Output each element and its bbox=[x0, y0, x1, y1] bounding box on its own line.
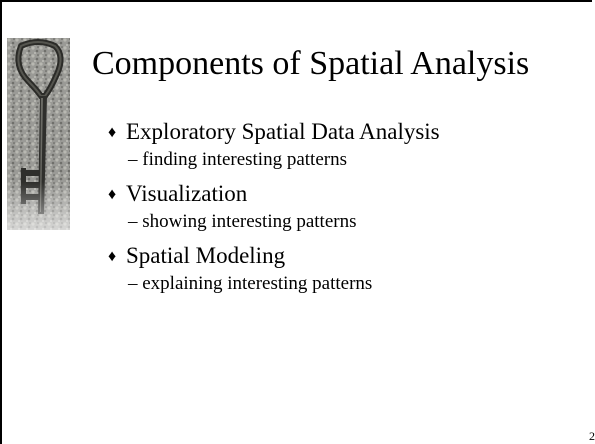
sub-bullet-text: – finding interesting patterns bbox=[128, 149, 347, 170]
bullet-text: Visualization bbox=[126, 181, 248, 206]
sub-bullet-text: – showing interesting patterns bbox=[128, 211, 357, 232]
slide-border-left bbox=[0, 0, 2, 444]
key-icon bbox=[7, 38, 70, 230]
diamond-bullet-icon: ♦ bbox=[108, 186, 117, 203]
bullet-item: ♦ Visualization – showing interesting pa… bbox=[108, 180, 440, 234]
slide-title: Components of Spatial Analysis bbox=[92, 45, 530, 82]
sub-bullet-text: – explaining interesting patterns bbox=[128, 273, 373, 294]
bullet-text: Exploratory Spatial Data Analysis bbox=[126, 119, 440, 144]
bullet-text: Spatial Modeling bbox=[126, 243, 286, 268]
key-image bbox=[7, 38, 70, 230]
diamond-bullet-icon: ♦ bbox=[108, 124, 117, 141]
bullet-list: ♦ Exploratory Spatial Data Analysis – fi… bbox=[108, 118, 440, 304]
bullet-item: ♦ Spatial Modeling – explaining interest… bbox=[108, 242, 440, 296]
diamond-bullet-icon: ♦ bbox=[108, 248, 117, 265]
page-number: 2 bbox=[589, 429, 595, 443]
bullet-item: ♦ Exploratory Spatial Data Analysis – fi… bbox=[108, 118, 440, 172]
slide-border-top bbox=[0, 0, 592, 2]
